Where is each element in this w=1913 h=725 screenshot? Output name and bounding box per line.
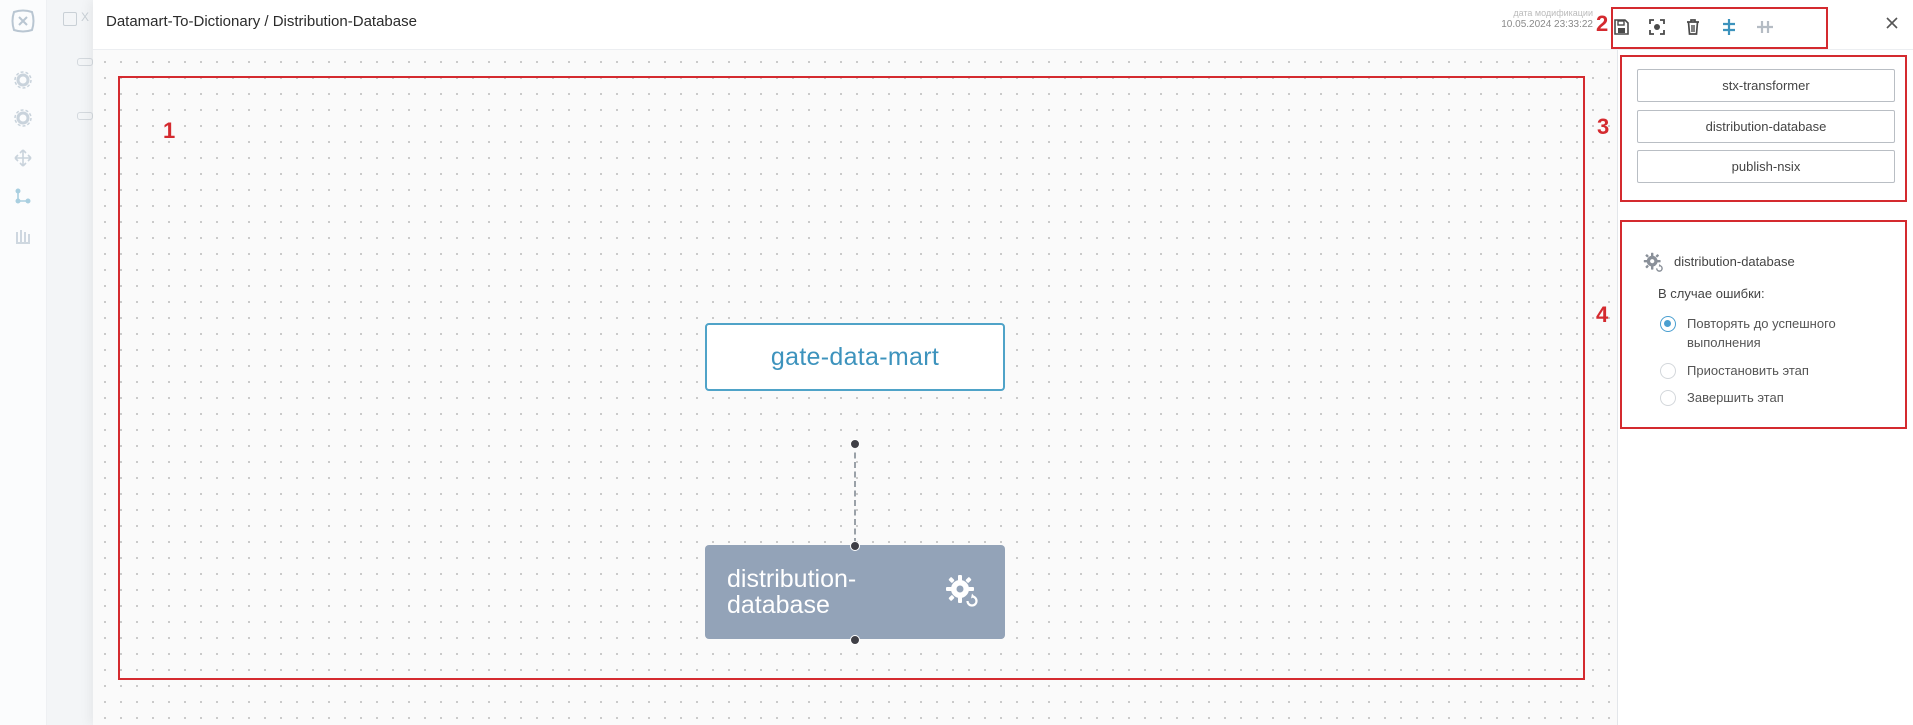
modal-header: Datamart-To-Dictionary / Distribution-Da… bbox=[93, 0, 1913, 50]
gear-refresh-icon bbox=[946, 575, 980, 609]
app-logo-icon bbox=[11, 9, 35, 33]
node-distribution-database[interactable]: distribution- database bbox=[705, 545, 1005, 639]
stage-label: distribution-database bbox=[1705, 119, 1827, 134]
gear-refresh-icon bbox=[1643, 252, 1665, 274]
fit-view-button[interactable] bbox=[1639, 11, 1675, 43]
stage-label: stx-transformer bbox=[1722, 78, 1810, 93]
close-button[interactable] bbox=[1881, 12, 1903, 34]
modified-date-value: 10.05.2024 23:33:22 bbox=[1501, 19, 1593, 30]
delete-button[interactable] bbox=[1675, 11, 1711, 43]
background-panel: Х bbox=[47, 0, 93, 725]
close-icon bbox=[1886, 17, 1898, 29]
panel-divider bbox=[1617, 50, 1618, 725]
modified-date: дата модификации 10.05.2024 23:33:22 bbox=[1483, 8, 1593, 31]
horizontal-layout-button[interactable] bbox=[1747, 11, 1783, 43]
pipeline-edge[interactable] bbox=[854, 443, 856, 544]
vertical-layout-icon bbox=[1723, 19, 1735, 35]
stage-button-publish-nsix[interactable]: publish-nsix bbox=[1637, 150, 1895, 183]
stage-label: publish-nsix bbox=[1731, 159, 1801, 174]
radio-retry[interactable] bbox=[1660, 316, 1676, 332]
radio-pause[interactable] bbox=[1660, 363, 1676, 379]
node-label-line: distribution- bbox=[727, 565, 857, 593]
modal-title: Datamart-To-Dictionary / Distribution-Da… bbox=[106, 13, 417, 30]
app-sidebar bbox=[0, 0, 47, 725]
annotation-number: 4 bbox=[1596, 302, 1609, 327]
node-output-handle[interactable] bbox=[850, 439, 860, 449]
background-checkbox bbox=[63, 12, 77, 26]
vertical-layout-button[interactable] bbox=[1711, 11, 1747, 43]
node-gate-data-mart[interactable]: gate-data-mart bbox=[705, 323, 1005, 391]
pipeline-editor-modal: Datamart-To-Dictionary / Distribution-Da… bbox=[93, 0, 1913, 725]
modified-date-label: дата модификации bbox=[1513, 8, 1593, 18]
background-toggle bbox=[77, 112, 93, 120]
background-crumb: Х bbox=[81, 10, 90, 24]
node-output-handle[interactable] bbox=[850, 635, 860, 645]
editor-toolbar bbox=[1603, 9, 1791, 45]
save-button[interactable] bbox=[1603, 11, 1639, 43]
radio-finish-label[interactable]: Завершить этап bbox=[1687, 390, 1784, 405]
stage-button-distribution-database[interactable]: distribution-database bbox=[1637, 110, 1895, 143]
node-label: gate-data-mart bbox=[770, 342, 940, 371]
radio-finish[interactable] bbox=[1660, 390, 1676, 406]
background-toggle bbox=[77, 58, 93, 66]
flow-icon[interactable] bbox=[13, 186, 33, 206]
radio-label-line: выполнения bbox=[1687, 335, 1761, 350]
fit-view-icon bbox=[1649, 19, 1665, 35]
stage-button-stx-transformer[interactable]: stx-transformer bbox=[1637, 69, 1895, 102]
trash-icon bbox=[1687, 19, 1699, 35]
annotation-number: 2 bbox=[1596, 11, 1609, 36]
save-icon bbox=[1614, 19, 1629, 35]
node-input-handle[interactable] bbox=[850, 541, 860, 551]
gears-icon[interactable] bbox=[13, 108, 33, 128]
annotation-number: 3 bbox=[1597, 114, 1610, 139]
library-icon[interactable] bbox=[13, 226, 33, 246]
annotation-number: 1 bbox=[163, 118, 176, 143]
on-error-label: В случае ошибки: bbox=[1658, 286, 1765, 301]
horizontal-layout-icon bbox=[1757, 21, 1773, 33]
radio-pause-label[interactable]: Приостановить этап bbox=[1687, 363, 1809, 378]
radio-retry-label[interactable]: Повторять до успешного выполнения bbox=[1687, 314, 1836, 352]
node-label-line: database bbox=[727, 591, 830, 619]
stage-name: distribution-database bbox=[1674, 254, 1795, 269]
move-icon[interactable] bbox=[13, 148, 33, 168]
settings-icon[interactable] bbox=[13, 70, 33, 90]
radio-label-line: Повторять до успешного bbox=[1687, 316, 1836, 331]
node-label: distribution- database bbox=[727, 566, 943, 618]
